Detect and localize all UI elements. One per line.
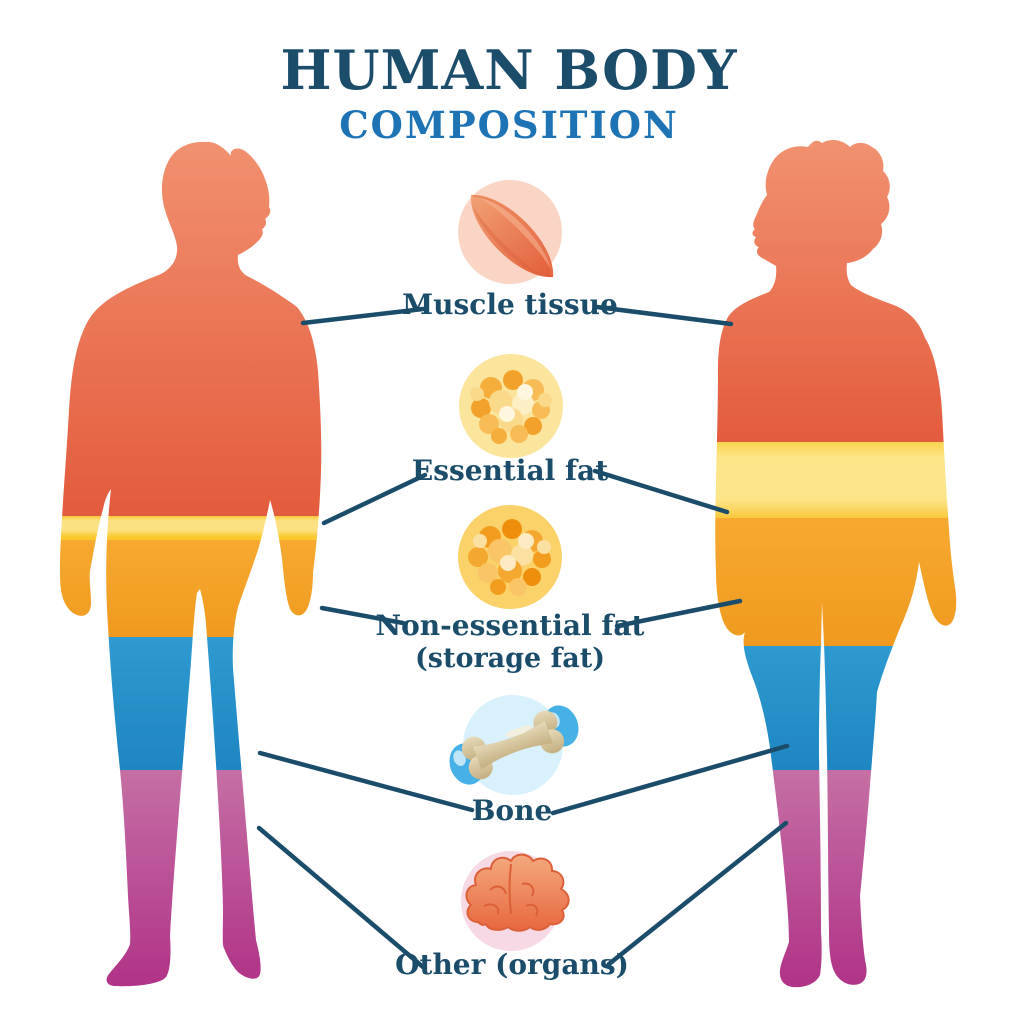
label-essential-fat: Essential fat (411, 454, 609, 487)
label-other-organs: Other (organs) (395, 948, 629, 981)
connector-muscle-left (300, 306, 426, 326)
female-figure (715, 139, 957, 988)
page-subtitle: COMPOSITION (339, 103, 679, 147)
connector-storage-left (319, 605, 406, 626)
label-non-essential-fat-main: Non-essential fat (375, 609, 645, 642)
connector-other-right (606, 820, 789, 967)
label-storage-fat-sub: (storage fat) (414, 643, 605, 674)
label-bone: Bone (471, 794, 553, 827)
connector-other-left (256, 825, 426, 970)
male-figure (59, 141, 322, 987)
label-muscle-tissue: Muscle tissue (402, 288, 618, 321)
connector-storage-right (614, 598, 743, 629)
label-non-essential-fat: Non-essential fat (storage fat) (376, 609, 645, 674)
muscle-tissue-icon (458, 180, 562, 284)
bone-icon (449, 695, 579, 795)
connector-lines (256, 304, 790, 970)
storage-fat-icon (458, 505, 562, 609)
connector-bone-right (550, 743, 790, 816)
essential-fat-icon (459, 354, 563, 458)
brain-icon (461, 851, 570, 951)
connector-muscle-right (594, 304, 734, 327)
connector-bone-left (257, 750, 475, 813)
connector-essential-left (321, 472, 428, 526)
page-title: HUMAN BODY (280, 38, 738, 102)
connector-essential-right (592, 468, 730, 515)
